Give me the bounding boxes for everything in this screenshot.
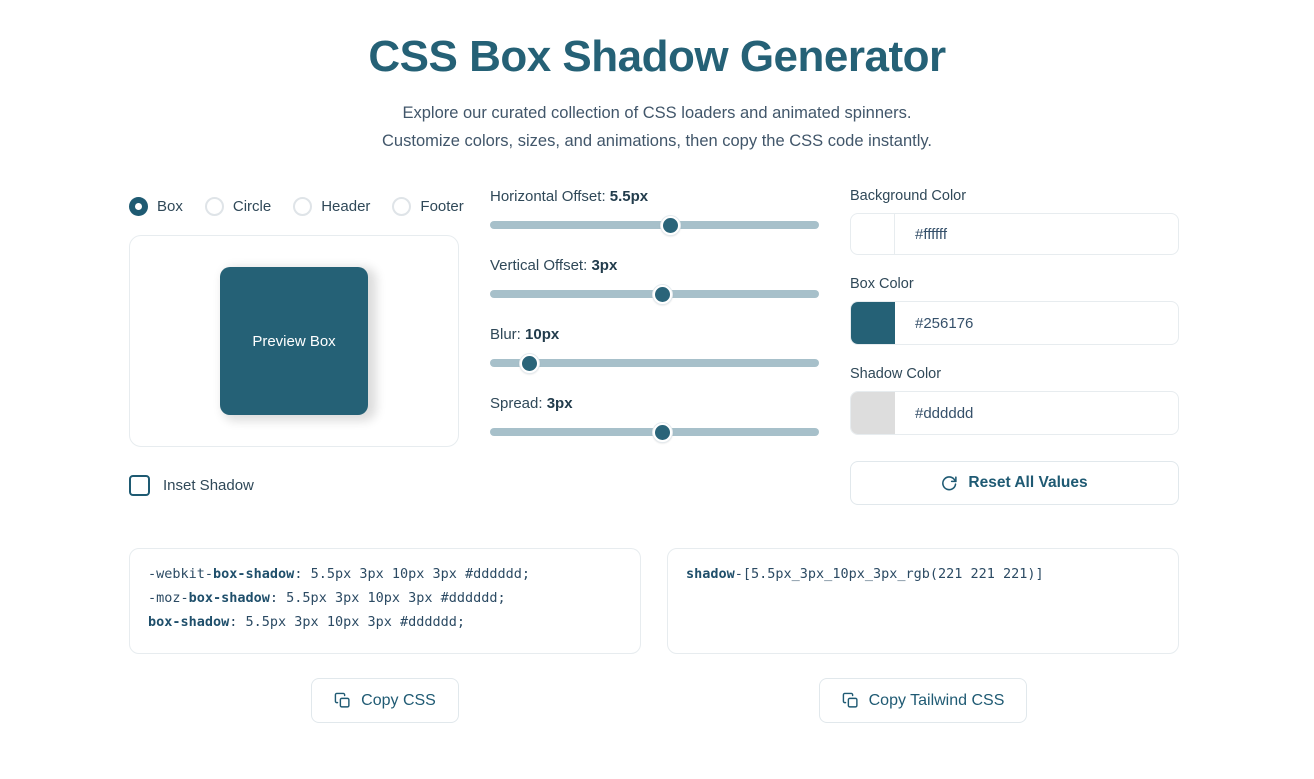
slider-horizontal-offset: Horizontal Offset: 5.5px	[490, 188, 819, 235]
shape-option-footer[interactable]: Footer	[392, 196, 464, 216]
css-line2-value: : 5.5px 3px 10px 3px #dddddd;	[269, 590, 506, 606]
code-panels: -webkit-box-shadow: 5.5px 3px 10px 3px #…	[129, 548, 1179, 654]
slider-thumb[interactable]	[519, 353, 539, 373]
radio-unselected-icon[interactable]	[293, 196, 313, 216]
css-code-line: box-shadow: 5.5px 3px 10px 3px #dddddd;	[148, 610, 622, 634]
radio-selected-icon[interactable]	[129, 196, 148, 216]
shape-option-label: Circle	[232, 197, 272, 215]
page-subtitle: Explore our curated collection of CSS lo…	[0, 99, 1314, 156]
background-color-value[interactable]: #ffffff	[915, 225, 947, 243]
css-line2-prop: box-shadow	[188, 590, 270, 606]
tailwind-value: -[5.5px_3px_10px_3px_rgb(221 221 221)]	[734, 566, 1044, 582]
slider-thumb[interactable]	[653, 284, 673, 304]
css-code-line: -moz-box-shadow: 5.5px 3px 10px 3px #ddd…	[148, 586, 622, 610]
css-line3-value: : 5.5px 3px 10px 3px #dddddd;	[229, 614, 465, 630]
rotate-cw-icon	[942, 475, 958, 490]
background-color-label: Background Color	[850, 188, 967, 204]
shadow-color-field[interactable]: #dddddd	[850, 391, 1179, 435]
background-color-swatch[interactable]	[851, 214, 895, 254]
copy-tailwind-label: Copy Tailwind CSS	[868, 691, 1005, 709]
box-color-swatch[interactable]	[851, 302, 895, 344]
shadow-color-value[interactable]: #dddddd	[915, 404, 974, 422]
inset-shadow-row[interactable]: Inset Shadow	[129, 475, 459, 496]
css-code-line: -webkit-box-shadow: 5.5px 3px 10px 3px #…	[148, 562, 622, 586]
inset-shadow-checkbox[interactable]	[129, 475, 150, 496]
slider-value: 3px	[546, 395, 573, 412]
copy-tailwind-slot: Copy Tailwind CSS	[667, 678, 1179, 723]
controls-columns: Box Circle Header Footer Preview Box	[129, 188, 1179, 505]
slider-label-text: Blur:	[490, 326, 521, 343]
copy-icon	[334, 692, 350, 708]
slider-label-text: Horizontal Offset:	[490, 188, 606, 205]
slider-track[interactable]	[490, 353, 819, 373]
preview-column: Box Circle Header Footer Preview Box	[129, 188, 464, 505]
reset-all-values-label: Reset All Values	[968, 474, 1088, 491]
shape-radio-group: Box Circle Header Footer	[129, 188, 464, 224]
copy-icon	[842, 692, 858, 708]
shadow-color-group: Shadow Color #dddddd	[850, 366, 1179, 435]
css-code-panel[interactable]: -webkit-box-shadow: 5.5px 3px 10px 3px #…	[129, 548, 641, 654]
preview-card: Preview Box	[129, 235, 459, 447]
slider-blur: Blur: 10px	[490, 326, 819, 373]
css-line1-prefix: -webkit-	[148, 566, 214, 582]
copy-tailwind-button[interactable]: Copy Tailwind CSS	[818, 678, 1028, 723]
colors-column: Background Color #ffffff Box Color #2561…	[850, 188, 1179, 505]
css-line3-prop: box-shadow	[148, 614, 230, 630]
box-color-group: Box Color #256176	[850, 276, 1179, 345]
inset-shadow-label: Inset Shadow	[163, 477, 254, 494]
shape-option-header[interactable]: Header	[293, 196, 371, 216]
slider-thumb[interactable]	[653, 422, 673, 442]
radio-unselected-icon[interactable]	[204, 196, 224, 216]
subtitle-line-1: Explore our curated collection of CSS lo…	[402, 103, 912, 122]
shape-option-circle[interactable]: Circle	[204, 196, 272, 216]
slider-vertical-offset: Vertical Offset: 3px	[490, 257, 819, 304]
background-color-group: Background Color #ffffff	[850, 188, 1179, 255]
slider-label-text: Spread:	[490, 395, 543, 412]
tailwind-code-panel[interactable]: shadow-[5.5px_3px_10px_3px_rgb(221 221 2…	[667, 548, 1179, 654]
box-color-value[interactable]: #256176	[915, 314, 974, 332]
shadow-color-swatch[interactable]	[851, 392, 895, 434]
shadow-color-label: Shadow Color	[850, 366, 942, 382]
tailwind-code-line: shadow-[5.5px_3px_10px_3px_rgb(221 221 2…	[686, 562, 1160, 586]
sliders-column: Horizontal Offset: 5.5px Vertical Offset…	[490, 188, 819, 505]
page-title: CSS Box Shadow Generator	[368, 32, 946, 81]
slider-label-text: Vertical Offset:	[490, 257, 588, 274]
tailwind-prop: shadow	[686, 566, 735, 582]
slider-track[interactable]	[490, 284, 819, 304]
shape-option-label: Footer	[420, 197, 464, 215]
slider-track[interactable]	[490, 422, 819, 442]
shape-option-label: Box	[157, 197, 183, 215]
slider-spread: Spread: 3px	[490, 395, 819, 442]
css-line1-value: : 5.5px 3px 10px 3px #dddddd;	[294, 566, 531, 582]
box-color-field[interactable]: #256176	[850, 301, 1179, 345]
background-color-field[interactable]: #ffffff	[850, 213, 1179, 255]
slider-track[interactable]	[490, 215, 819, 235]
css-line1-prop: box-shadow	[213, 566, 295, 582]
copy-css-slot: Copy CSS	[129, 678, 641, 723]
slider-value: 5.5px	[609, 188, 649, 205]
copy-css-label: Copy CSS	[361, 691, 436, 709]
css-line2-prefix: -moz-	[148, 590, 189, 606]
copy-buttons-row: Copy CSS Copy Tailwind CSS	[129, 678, 1179, 723]
slider-value: 10px	[525, 326, 560, 343]
radio-unselected-icon[interactable]	[392, 196, 412, 216]
shape-option-label: Header	[321, 197, 371, 215]
slider-value: 3px	[591, 257, 618, 274]
slider-thumb[interactable]	[661, 215, 681, 235]
preview-box: Preview Box	[220, 267, 368, 415]
box-color-label: Box Color	[850, 276, 914, 292]
copy-css-button[interactable]: Copy CSS	[311, 678, 459, 723]
shape-option-box[interactable]: Box	[129, 196, 183, 216]
reset-all-values-button[interactable]: Reset All Values	[850, 461, 1179, 505]
subtitle-line-2: Customize colors, sizes, and animations,…	[382, 131, 932, 150]
